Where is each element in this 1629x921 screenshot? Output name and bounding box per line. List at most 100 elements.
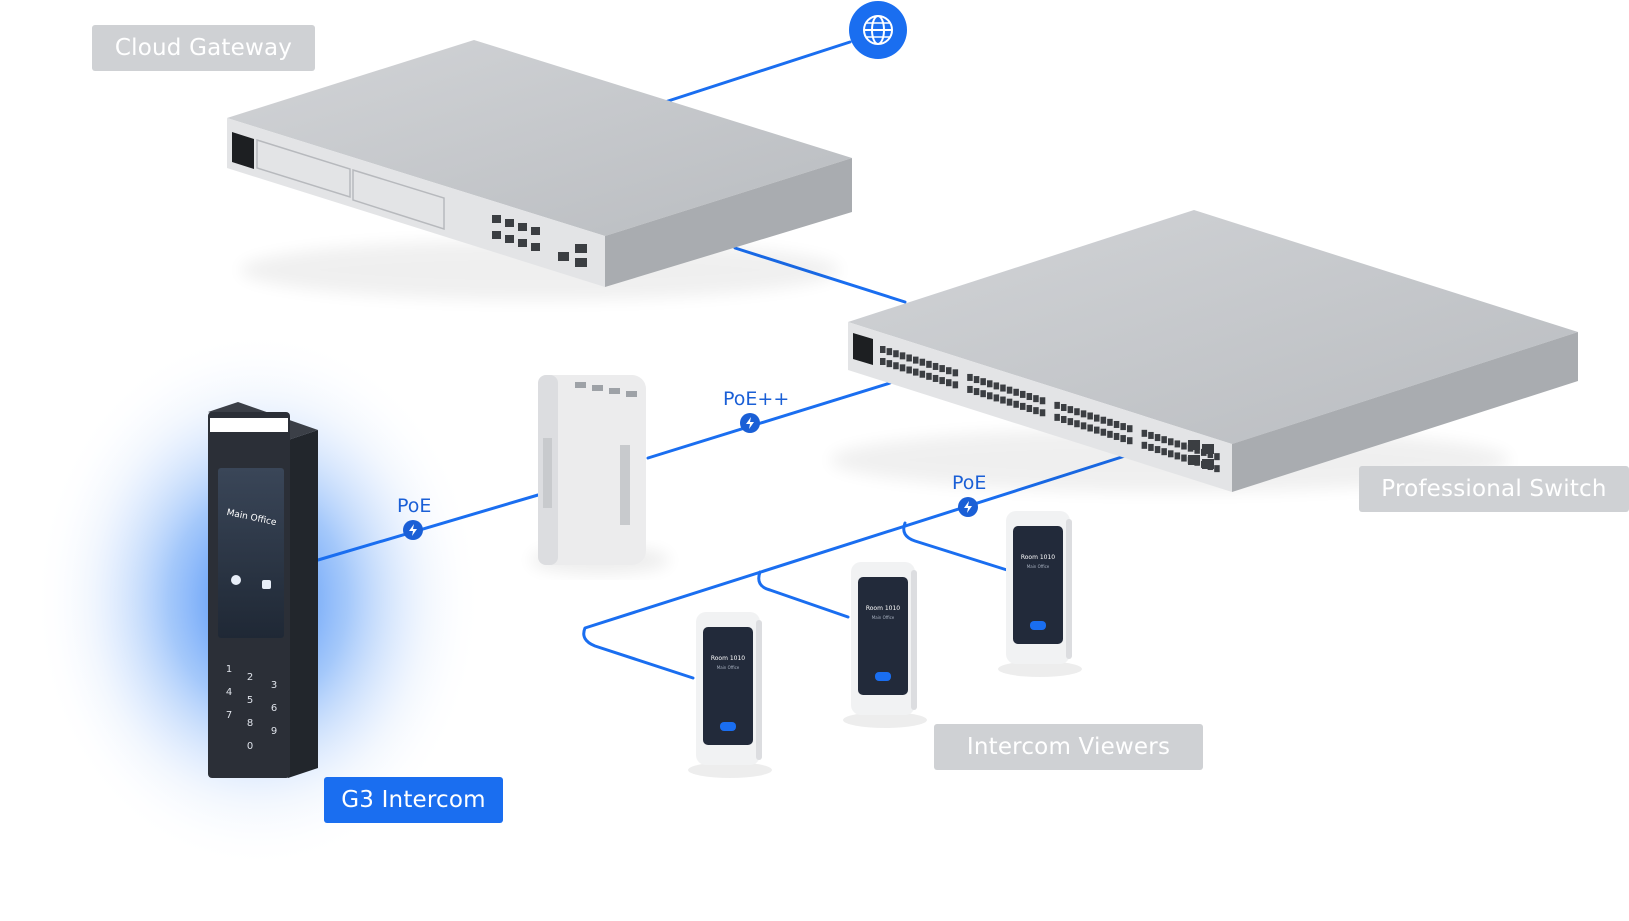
switch-port bbox=[1067, 406, 1074, 414]
switch-port bbox=[1154, 446, 1161, 454]
switch-port bbox=[946, 367, 952, 375]
switch-port bbox=[952, 381, 959, 389]
keypad-key: 7 bbox=[226, 710, 232, 721]
switch-port bbox=[906, 366, 912, 374]
switch-port bbox=[913, 356, 919, 364]
switch-port bbox=[926, 372, 932, 380]
switch-port bbox=[906, 354, 912, 362]
switch-port bbox=[1127, 437, 1133, 445]
switch-port bbox=[919, 358, 926, 366]
switch-port bbox=[1161, 448, 1167, 456]
switch-port bbox=[967, 373, 973, 381]
switch-port bbox=[1013, 388, 1019, 396]
g3-intercom-label: G3 Intercom bbox=[324, 777, 503, 823]
switch-port bbox=[1148, 431, 1154, 439]
switch-port bbox=[1100, 416, 1107, 424]
lightning-icon bbox=[403, 520, 423, 540]
globe-icon bbox=[849, 1, 907, 59]
switch-port bbox=[1013, 400, 1019, 408]
switch-port bbox=[1148, 443, 1154, 451]
switch-port bbox=[939, 377, 945, 385]
viewer-screen-title: Room 1010 bbox=[711, 655, 745, 662]
switch-port bbox=[1033, 407, 1039, 415]
poe-viewers-label: PoE bbox=[952, 472, 987, 494]
switch-port bbox=[1207, 451, 1214, 459]
switch-port bbox=[1181, 442, 1187, 450]
keypad-key: 2 bbox=[247, 672, 253, 683]
lightning-icon bbox=[958, 497, 978, 517]
switch-port bbox=[932, 374, 939, 382]
professional-switch-device bbox=[830, 210, 1578, 492]
switch-port bbox=[1127, 425, 1133, 433]
switch-port bbox=[1020, 390, 1026, 398]
switch-port bbox=[1080, 410, 1087, 418]
switch-port bbox=[1194, 446, 1200, 454]
switch-port bbox=[973, 388, 980, 396]
keypad-key: 0 bbox=[247, 741, 253, 752]
viewer-screen-subtitle: Main Office bbox=[717, 665, 740, 670]
switch-port bbox=[1033, 395, 1039, 403]
professional-switch-label: Professional Switch bbox=[1359, 466, 1629, 512]
cloud-gateway-device bbox=[227, 40, 852, 300]
keypad-key: 8 bbox=[247, 718, 253, 729]
switch-port bbox=[1107, 430, 1113, 438]
switch-port bbox=[893, 350, 899, 358]
link-switch-poe-adapter bbox=[646, 381, 892, 460]
link-internet-gateway bbox=[663, 40, 852, 104]
switch-port bbox=[1174, 452, 1181, 460]
switch-port bbox=[886, 348, 893, 356]
switch-port bbox=[880, 346, 886, 353]
switch-port bbox=[1000, 396, 1006, 404]
switch-port bbox=[1094, 414, 1100, 422]
switch-port bbox=[1168, 438, 1174, 446]
link-branch-viewer-2 bbox=[757, 570, 850, 619]
switch-port bbox=[1074, 408, 1080, 416]
switch-port bbox=[1087, 412, 1093, 420]
switch-port bbox=[946, 379, 952, 387]
poe-intercom-label: PoE bbox=[397, 495, 432, 517]
switch-port bbox=[1168, 450, 1174, 458]
switch-port bbox=[1107, 418, 1113, 426]
cloud-gateway-label: Cloud Gateway bbox=[92, 25, 315, 71]
switch-port bbox=[880, 358, 886, 365]
switch-port bbox=[980, 390, 986, 398]
intercom-viewers-label: Intercom Viewers bbox=[934, 724, 1203, 770]
switch-port bbox=[1100, 428, 1107, 436]
switch-port bbox=[987, 380, 993, 388]
switch-port bbox=[987, 392, 993, 400]
switch-port bbox=[886, 360, 893, 368]
switch-port bbox=[1094, 426, 1100, 434]
switch-port bbox=[899, 364, 906, 372]
switch-port bbox=[967, 385, 973, 393]
switch-port bbox=[1026, 393, 1033, 401]
switch-port bbox=[1214, 453, 1220, 461]
switch-port bbox=[1020, 402, 1026, 410]
switch-port bbox=[1087, 424, 1093, 432]
switch-port bbox=[952, 369, 959, 377]
switch-port bbox=[1174, 440, 1181, 448]
keypad-key: 4 bbox=[226, 687, 232, 698]
switch-port bbox=[1054, 401, 1060, 409]
switch-port bbox=[1080, 422, 1087, 430]
poe-adapter-device bbox=[530, 375, 670, 574]
switch-port bbox=[1214, 465, 1220, 473]
switch-port bbox=[939, 365, 945, 373]
link-poe-adapter-intercom bbox=[316, 493, 540, 562]
switch-port bbox=[1039, 409, 1046, 417]
switch-port bbox=[1061, 404, 1067, 411]
switch-port bbox=[1113, 432, 1120, 440]
switch-port bbox=[980, 378, 986, 386]
keypad-key: 9 bbox=[271, 726, 277, 737]
viewer-screen-subtitle: Main Office bbox=[1027, 564, 1050, 569]
viewer-screen-title: Room 1010 bbox=[866, 605, 900, 612]
switch-port bbox=[1054, 413, 1060, 421]
switch-port bbox=[893, 362, 899, 370]
switch-port bbox=[1181, 454, 1187, 462]
keypad-key: 6 bbox=[271, 703, 277, 714]
